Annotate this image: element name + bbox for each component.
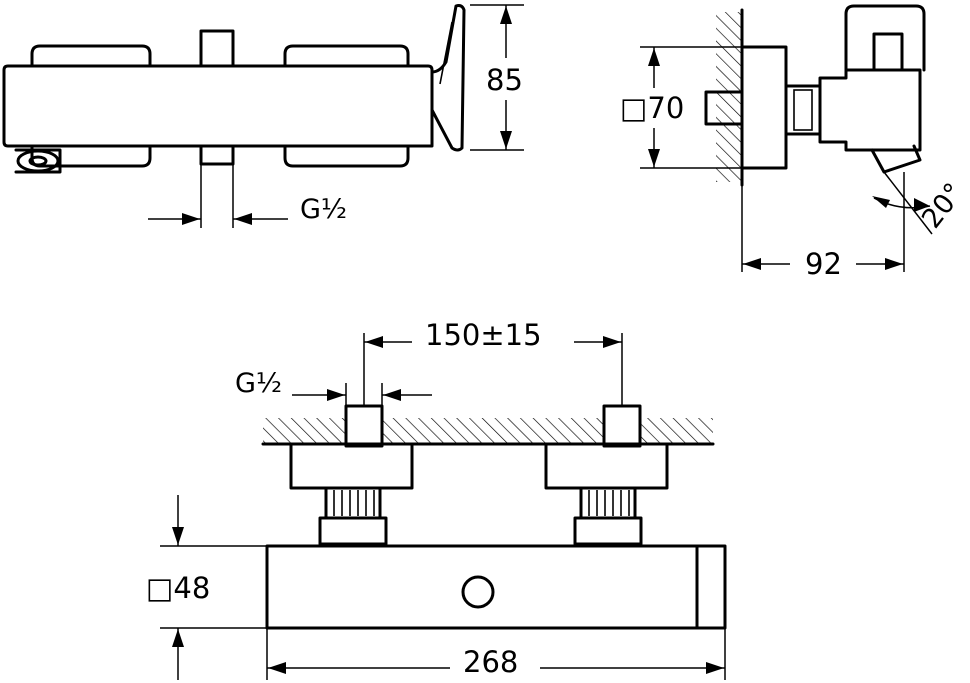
- connector: [784, 84, 822, 136]
- side-outlet: [870, 144, 922, 174]
- bottom-inlet: [199, 144, 235, 166]
- height-dimension-label: 85: [486, 63, 523, 97]
- top-thread-label: G½: [235, 368, 282, 399]
- top-wall-hatch: [263, 418, 713, 444]
- left-nut: [318, 516, 388, 546]
- right-handle-top: [283, 44, 410, 68]
- wall-plate: [740, 45, 788, 170]
- right-nut: [573, 516, 643, 546]
- side-view: 20° □70 92: [620, 4, 970, 281]
- right-handle-bottom: [283, 144, 410, 168]
- side-square-label: □70: [620, 91, 684, 125]
- left-inlet-stub: [344, 404, 384, 448]
- angle-label: 20°: [916, 178, 970, 235]
- wall-flange: [430, 4, 466, 152]
- outlet-ring: [16, 149, 60, 173]
- connector-inner: [793, 89, 813, 131]
- main-body: [2, 64, 434, 148]
- top-square-label: □48: [146, 571, 210, 605]
- left-connector-thread: [333, 490, 375, 516]
- top-inlet: [199, 29, 235, 68]
- top-view: 150±15 G½ □48 268: [146, 318, 727, 680]
- outlet-ring-inner: [28, 155, 48, 167]
- side-handle-cap: [872, 32, 904, 72]
- wall-hatch: [716, 12, 742, 182]
- right-connector-thread: [588, 490, 630, 516]
- left-handle-top: [30, 44, 152, 68]
- depth-dimension-label: 92: [805, 247, 842, 281]
- side-body: [818, 68, 922, 152]
- spacing-label: 150±15: [425, 318, 542, 352]
- left-wall-plate: [289, 442, 414, 490]
- outlet-hole: [461, 575, 495, 609]
- side-handle: [844, 4, 926, 72]
- flange-inner: [439, 21, 453, 85]
- front-view: 85 G½: [2, 4, 524, 228]
- top-main-body: [265, 544, 699, 630]
- right-inlet-stub: [602, 404, 642, 448]
- left-handle-bottom: [30, 144, 152, 168]
- right-wall-plate: [544, 442, 669, 490]
- top-end-cap: [695, 544, 727, 630]
- front-thread-label: G½: [300, 194, 347, 225]
- width-dimension-label: 268: [463, 645, 518, 679]
